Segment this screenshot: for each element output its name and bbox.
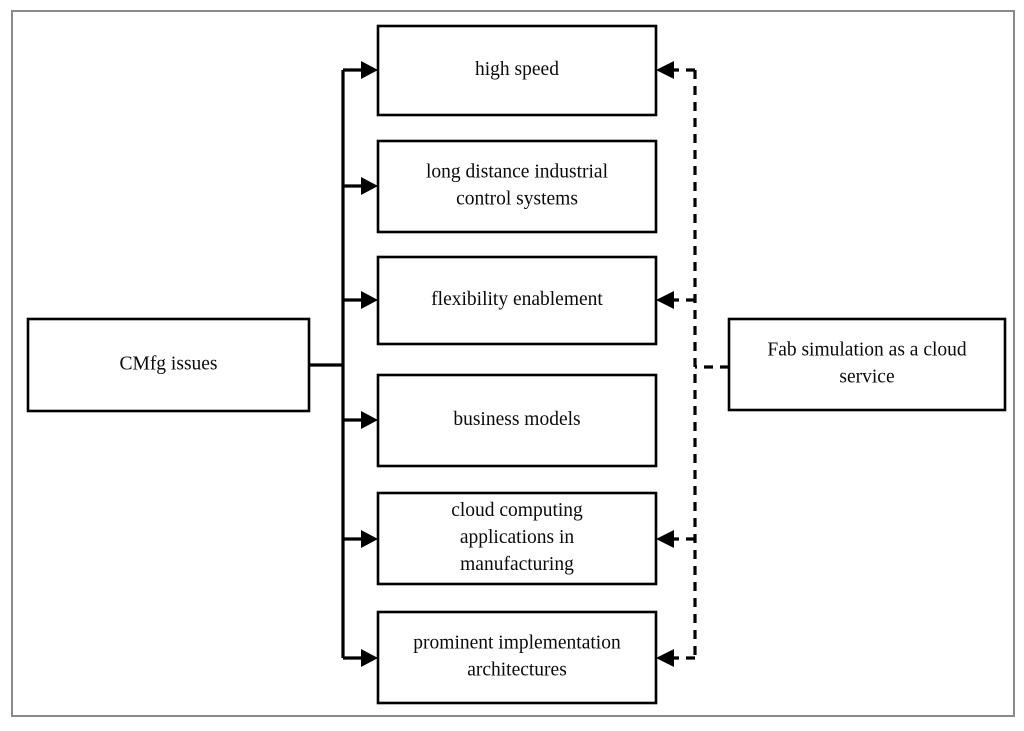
- node-label-cmfg-issues-line-0: CMfg issues: [119, 353, 217, 374]
- node-label-business-models-line-0: business models: [453, 409, 580, 430]
- solid-arrowhead-cloud-computing-applications-in-manufacturing: [361, 530, 378, 548]
- node-box-prominent-implementation-architectures[interactable]: [376, 610, 658, 705]
- node-box-fab-simulation-as-a-cloud-service[interactable]: [727, 317, 1007, 412]
- connectors-layer: [309, 61, 729, 667]
- solid-arrowhead-flexibility-enablement: [361, 291, 378, 309]
- node-box-cloud-computing-applications-in-manufacturing[interactable]: [376, 491, 658, 586]
- node-fab-simulation-as-a-cloud-service[interactable]: Fab simulation as a cloud service: [727, 317, 1007, 412]
- dashed-arrowhead-flexibility-enablement: [656, 291, 674, 309]
- dashed-arrowhead-prominent-implementation-architectures: [656, 649, 674, 667]
- node-box-high-speed[interactable]: [376, 24, 658, 117]
- node-cmfg-issues[interactable]: CMfg issues: [26, 317, 311, 413]
- node-business-models[interactable]: business models: [376, 373, 658, 468]
- node-label-long-distance-industrial-control-systems-line-0: long distance industrial: [426, 161, 609, 182]
- node-label-high-speed-line-0: high speed: [475, 59, 559, 80]
- dashed-arrowhead-high-speed: [656, 61, 674, 79]
- node-high-speed[interactable]: high speed: [376, 24, 658, 117]
- node-label-prominent-implementation-architectures-line-1: architectures: [467, 659, 567, 680]
- node-prominent-implementation-architectures[interactable]: prominent implementation architectures: [376, 610, 658, 705]
- solid-arrowhead-long-distance-industrial-control-systems: [361, 177, 378, 195]
- solid-arrowhead-high-speed: [361, 61, 378, 79]
- node-label-cloud-computing-applications-in-manufacturing-line-1: applications in: [460, 527, 575, 548]
- node-label-long-distance-industrial-control-systems-line-1: control systems: [456, 188, 578, 209]
- dashed-arrowhead-cloud-computing-applications-in-manufacturing: [656, 530, 674, 548]
- node-label-fab-simulation-as-a-cloud-service-line-1: service: [839, 366, 894, 387]
- node-label-fab-simulation-as-a-cloud-service-line-0: Fab simulation as a cloud: [767, 339, 967, 360]
- node-box-flexibility-enablement[interactable]: [376, 255, 658, 346]
- nodes-layer: CMfg issues high speed long distance indus…: [26, 24, 1007, 705]
- node-label-prominent-implementation-architectures-line-0: prominent implementation: [413, 632, 621, 653]
- node-long-distance-industrial-control-systems[interactable]: long distance industrial control systems: [376, 139, 658, 234]
- node-cloud-computing-applications-in-manufacturing[interactable]: cloud computing applications in manufactur…: [376, 491, 658, 586]
- node-label-cloud-computing-applications-in-manufacturing-line-0: cloud computing: [451, 500, 583, 521]
- node-box-cmfg-issues[interactable]: [26, 317, 311, 413]
- node-box-business-models[interactable]: [376, 373, 658, 468]
- node-label-flexibility-enablement-line-0: flexibility enablement: [431, 289, 603, 310]
- solid-arrowhead-business-models: [361, 411, 378, 429]
- node-flexibility-enablement[interactable]: flexibility enablement: [376, 255, 658, 346]
- solid-arrowhead-prominent-implementation-architectures: [361, 649, 378, 667]
- node-label-cloud-computing-applications-in-manufacturing-line-2: manufacturing: [460, 554, 574, 575]
- node-box-long-distance-industrial-control-systems[interactable]: [376, 139, 658, 234]
